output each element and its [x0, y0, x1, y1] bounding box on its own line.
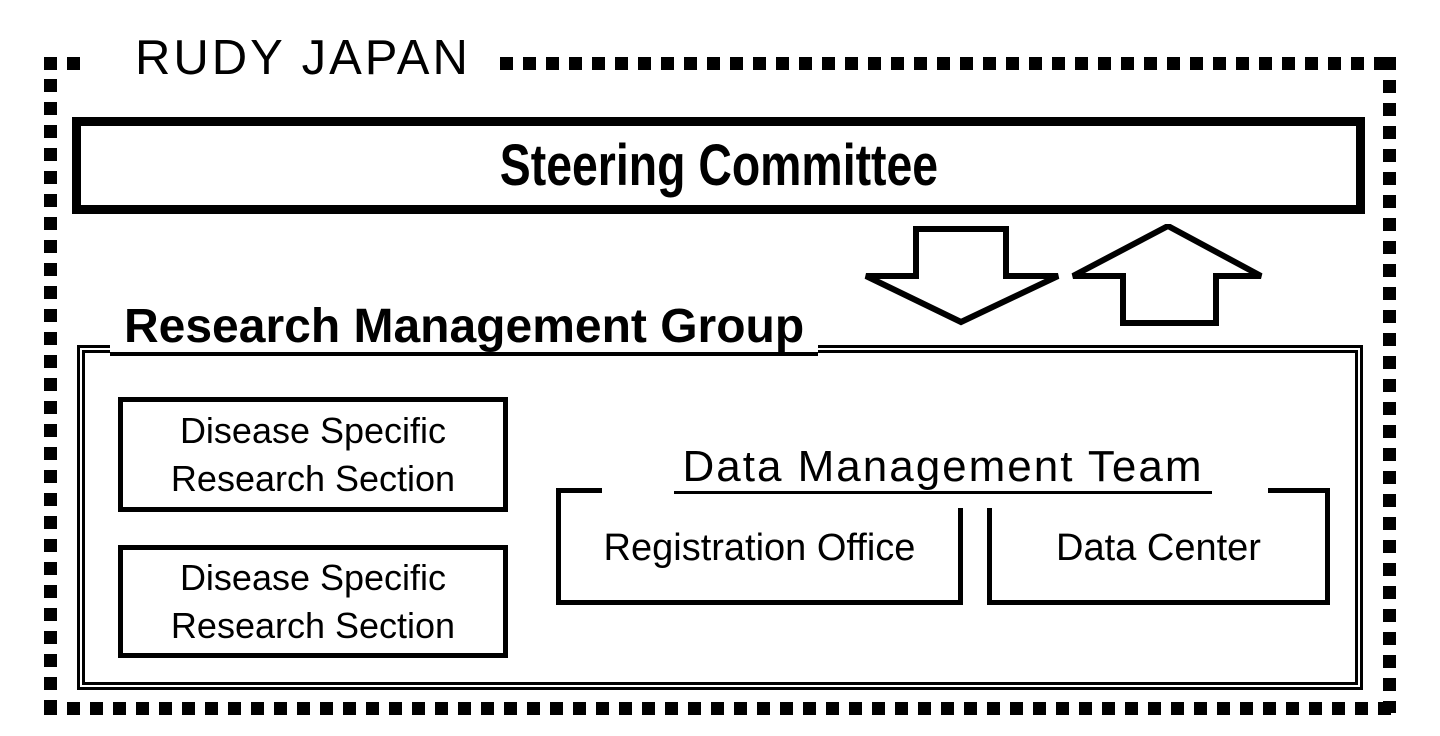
- disease-section-2-line-1: Disease Specific: [179, 556, 447, 598]
- registration-office-box-right-border: [958, 508, 963, 605]
- disease-specific-research-section-box-2: Disease Specific Research Section: [118, 545, 508, 658]
- steering-committee-label: Steering Committee: [499, 133, 938, 198]
- registration-office-box: [556, 488, 963, 605]
- down-arrow-icon: [864, 226, 1060, 326]
- disease-section-2-line-2: Research Section: [170, 604, 456, 646]
- data-center-box-left-border: [987, 508, 992, 605]
- data-center-box: [987, 488, 1330, 605]
- disease-section-1-line-2: Research Section: [170, 457, 456, 499]
- steering-committee-box: Steering Committee: [72, 117, 1365, 214]
- research-management-group-label: Research Management Group: [110, 301, 819, 356]
- dotted-border-top-segment: [500, 57, 1396, 70]
- dotted-border-right: [1383, 57, 1396, 713]
- flow-arrows: [864, 224, 1263, 326]
- registration-office-box-top-stub: [556, 488, 602, 493]
- registration-office-label: Registration Office: [603, 527, 916, 569]
- data-center-box-top-stub: [1268, 488, 1330, 493]
- data-management-team-label: Data Management Team: [674, 444, 1212, 494]
- diagram-title: RUDY JAPAN: [121, 30, 485, 86]
- disease-section-1-line-1: Disease Specific: [179, 409, 447, 451]
- data-center-label: Data Center: [1056, 527, 1261, 569]
- up-arrow-icon: [1071, 224, 1263, 326]
- disease-specific-research-section-box-1: Disease Specific Research Section: [118, 397, 508, 512]
- dotted-border-bottom: [44, 702, 1396, 715]
- data-management-team-title: Data Management Team: [556, 444, 1330, 494]
- dotted-border-left: [44, 79, 57, 712]
- dotted-border-top-left-segment: [44, 57, 80, 70]
